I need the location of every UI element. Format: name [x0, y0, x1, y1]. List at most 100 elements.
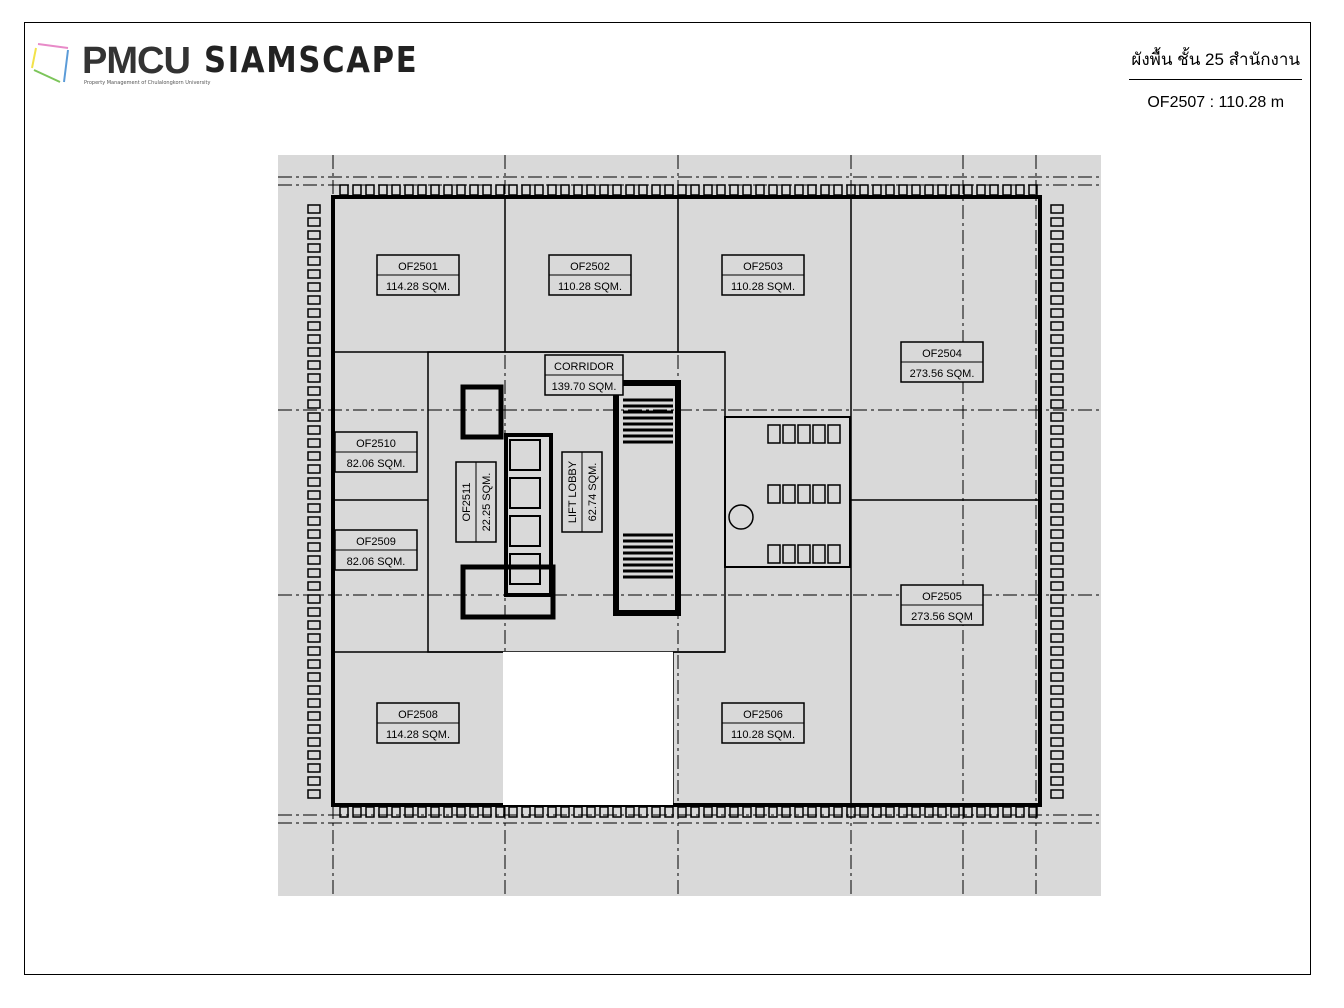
mullion: [495, 184, 505, 196]
mullion: [307, 581, 321, 591]
toilet-stall: [797, 484, 811, 504]
mullion: [833, 184, 843, 196]
room-label-of2511: OF2511 22.25 SQM.: [455, 461, 497, 543]
logo-brand-2: SIAMSCAPE: [204, 40, 419, 81]
mullion: [404, 184, 414, 196]
room-id: OF2503: [743, 261, 783, 273]
mullion: [651, 184, 661, 196]
mullion: [1050, 672, 1064, 682]
mullion: [307, 529, 321, 539]
mullion: [742, 184, 752, 196]
mullion: [521, 184, 531, 196]
mullion: [690, 184, 700, 196]
toilet-stall: [827, 544, 841, 564]
mullion: [859, 184, 869, 196]
mullion: [307, 516, 321, 526]
room-area: 110.28 SQM.: [558, 281, 622, 293]
room-area: 62.74 SQM.: [587, 463, 599, 522]
mullion: [872, 184, 882, 196]
mullion: [768, 184, 778, 196]
mullion: [1050, 243, 1064, 253]
room-id: OF2511: [461, 483, 473, 522]
mullion: [307, 737, 321, 747]
mullion: [307, 347, 321, 357]
mullion: [794, 184, 804, 196]
mullion: [599, 184, 609, 196]
mullion: [307, 477, 321, 487]
mullion: [1050, 763, 1064, 773]
mullion: [1050, 789, 1064, 799]
floor-title: ผังพื้น ชั้น 25 สำนักงาน: [1129, 46, 1302, 80]
mullion: [1050, 347, 1064, 357]
mullion: [1050, 477, 1064, 487]
toilet-stall: [827, 424, 841, 444]
mullion: [307, 555, 321, 565]
mullion: [1050, 503, 1064, 513]
mullion: [729, 184, 739, 196]
mullion: [625, 184, 635, 196]
mullion: [307, 672, 321, 682]
highlighted-unit-of2507: [503, 652, 673, 805]
mullion: [1050, 750, 1064, 760]
mullion: [1050, 438, 1064, 448]
mullion: [307, 685, 321, 695]
toilet-stall: [767, 544, 781, 564]
mullion: [1050, 230, 1064, 240]
mullion: [755, 184, 765, 196]
mullion: [307, 308, 321, 318]
mullion: [937, 184, 947, 196]
mullion: [469, 184, 479, 196]
room-id: OF2506: [743, 709, 783, 721]
mullion: [1050, 451, 1064, 461]
room-area: 22.25 SQM.: [481, 473, 493, 532]
mullion: [1050, 464, 1064, 474]
room-area: 114.28 SQM.: [386, 281, 450, 293]
unit-info: OF2507 : 110.28 m: [1147, 94, 1285, 111]
mullion: [1050, 529, 1064, 539]
mullion: [1050, 217, 1064, 227]
mullion: [1050, 386, 1064, 396]
mullion: [307, 373, 321, 383]
mullion: [1050, 776, 1064, 786]
mullion: [307, 399, 321, 409]
mullion: [664, 184, 674, 196]
lift-car: [509, 515, 541, 547]
mullion: [1050, 633, 1064, 643]
mullion: [417, 184, 427, 196]
core-details: [509, 398, 841, 585]
mullion: [1050, 620, 1064, 630]
room-id: OF2510: [356, 438, 396, 450]
mullion: [1050, 594, 1064, 604]
room-area: 82.06 SQM.: [347, 458, 406, 470]
mullion: [703, 184, 713, 196]
title-block: ผังพื้น ชั้น 25 สำนักงาน OF2507 : 110.28…: [1129, 46, 1302, 112]
mullion: [307, 334, 321, 344]
mullion: [573, 184, 583, 196]
mullion: [307, 425, 321, 435]
mullion: [1050, 308, 1064, 318]
mullion: [1050, 516, 1064, 526]
mullion: [307, 776, 321, 786]
mullion: [898, 184, 908, 196]
room-id: OF2502: [570, 261, 610, 273]
mullion: [1050, 334, 1064, 344]
mullion: [307, 490, 321, 500]
room-id: OF2509: [356, 536, 396, 548]
mullion: [1050, 581, 1064, 591]
logo-mark-icon: [31, 43, 69, 83]
mullion: [391, 184, 401, 196]
mullion: [307, 295, 321, 305]
room-area: 114.28 SQM.: [386, 729, 450, 741]
mullion: [1050, 321, 1064, 331]
mullion: [1050, 269, 1064, 279]
toilet-stall: [812, 484, 826, 504]
mullion: [307, 438, 321, 448]
mullion: [963, 184, 973, 196]
mullion: [307, 412, 321, 422]
mullion: [1050, 646, 1064, 656]
mullion: [820, 184, 830, 196]
